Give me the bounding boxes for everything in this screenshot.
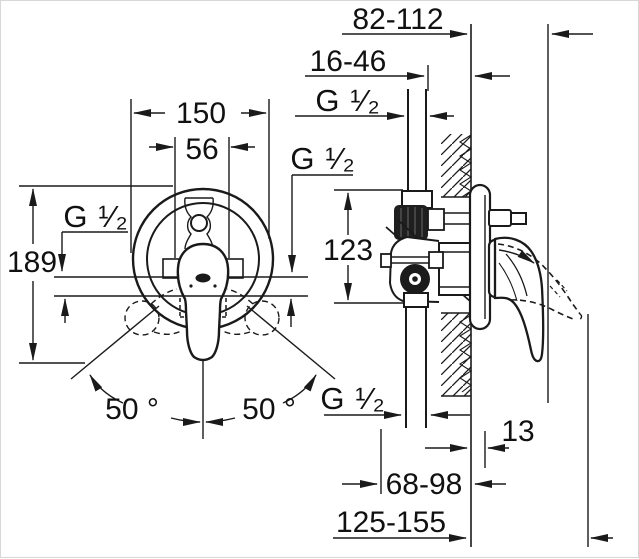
lever-raised-dashed xyxy=(497,243,583,322)
dim-lever-projection-closed: 82-112 xyxy=(352,3,443,36)
dim-wall-embed-depth: 16-46 xyxy=(310,45,387,78)
dim-port-spacing: 123 xyxy=(323,234,373,267)
pipe-union-bottom xyxy=(403,292,429,308)
screw-nut xyxy=(428,251,444,269)
front-view xyxy=(54,187,336,439)
lever-logo-dot xyxy=(195,273,211,283)
side-view xyxy=(380,89,583,428)
lever-position-right-dashed xyxy=(244,300,280,336)
escutcheon-side xyxy=(468,183,492,331)
dimension-lines xyxy=(19,24,613,547)
lever-handle-side xyxy=(493,236,545,363)
lever-handle-front xyxy=(176,242,230,362)
lever-screw-hole xyxy=(190,214,208,232)
screw-head xyxy=(380,253,392,268)
label-thread-top: G ¹⁄₂ xyxy=(315,83,380,118)
dim-swing-angle-left: 50 ° xyxy=(105,393,159,426)
dim-escutcheon-offset: 13 xyxy=(501,415,534,448)
label-thread-right: G ¹⁄₂ xyxy=(290,141,355,176)
label-thread-left: G ¹⁄₂ xyxy=(63,199,128,234)
outlet-stub-tip xyxy=(510,212,527,225)
dim-swing-angle-right: 50 ° xyxy=(242,393,296,426)
dimension-labels: 82-112 16-46 G ¹⁄₂ G ¹⁄₂ 150 56 G ¹⁄₂ 18… xyxy=(7,3,535,539)
knurled-nut xyxy=(394,205,428,240)
dim-overall-height: 189 xyxy=(7,246,57,279)
dim-body-width: 56 xyxy=(185,133,218,166)
lever-position-left-dashed xyxy=(124,300,160,336)
label-thread-bottom: G ¹⁄₂ xyxy=(320,381,385,416)
outlet-stub xyxy=(488,209,512,227)
dim-body-projection: 68-98 xyxy=(386,468,463,501)
adapter-piece xyxy=(427,208,445,231)
lever-up-silhouette xyxy=(184,197,214,250)
wall-section-hatching xyxy=(441,134,473,397)
dim-escutcheon-diameter: 150 xyxy=(176,97,226,130)
angle-line-right xyxy=(246,305,336,380)
angle-line-left xyxy=(70,305,160,380)
dim-lever-projection-open: 125-155 xyxy=(336,506,446,539)
